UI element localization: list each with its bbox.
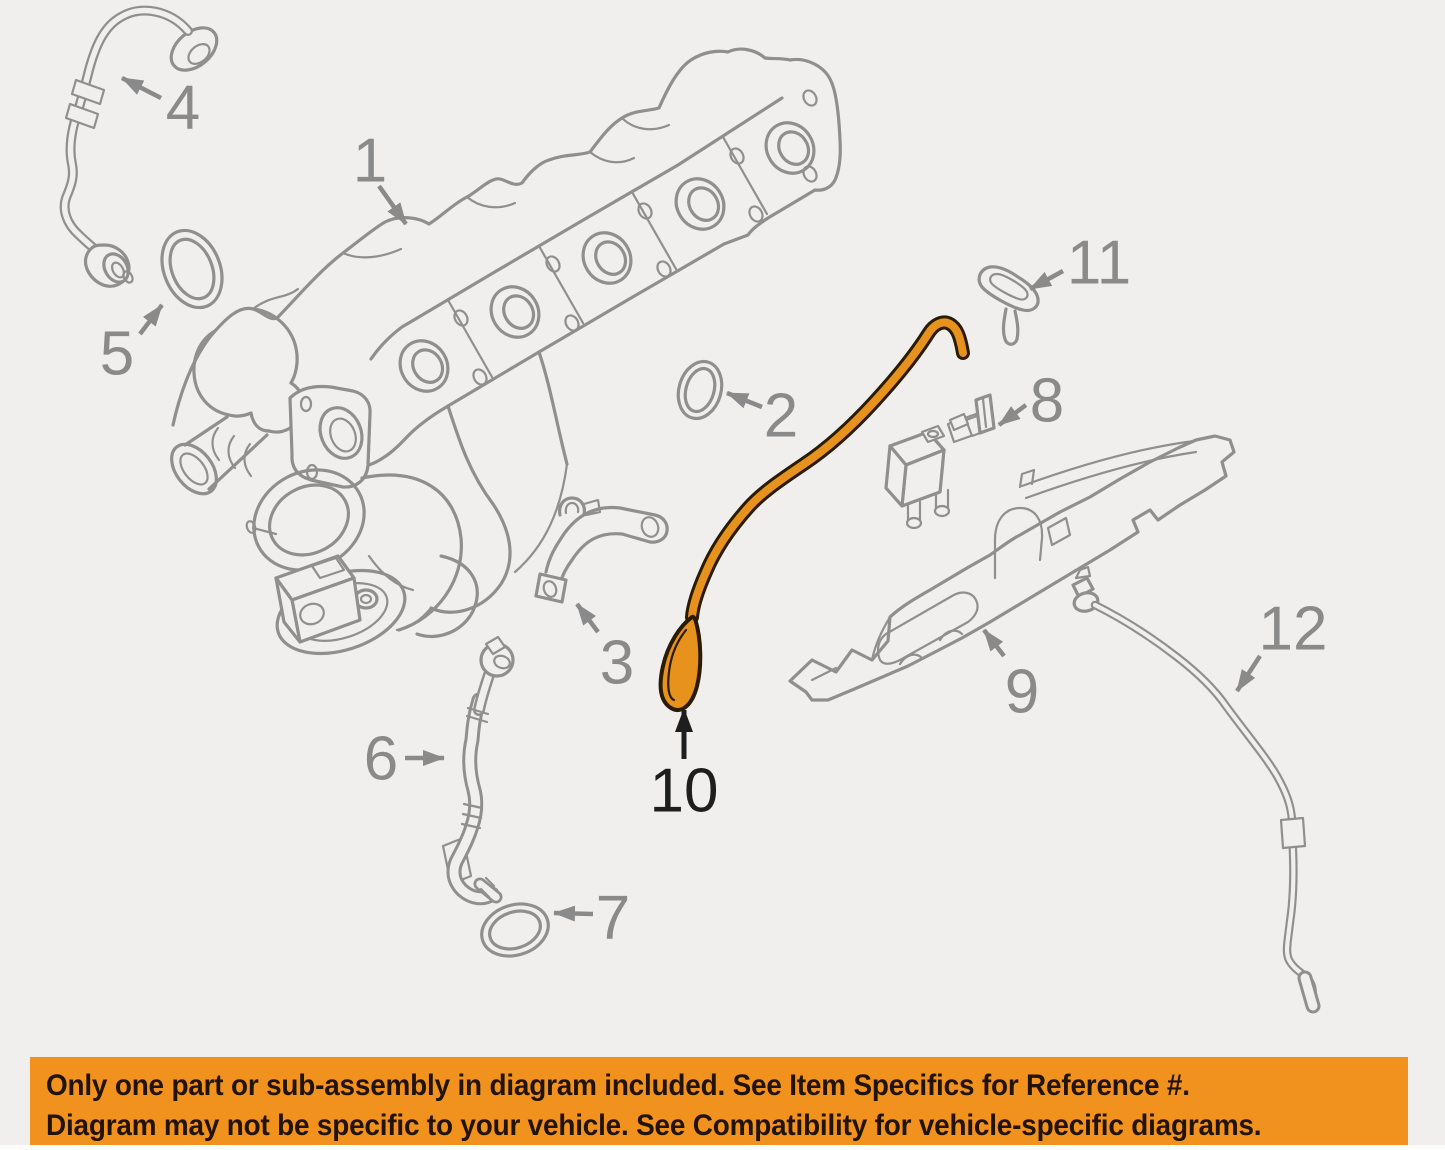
callout-arrow-9: [982, 628, 1006, 658]
solenoid-valve-drawing: [884, 393, 996, 530]
support-bracket-drawing: [534, 496, 669, 604]
callout-label-3: 3: [600, 629, 634, 698]
oil-return-line-drawing: [441, 635, 515, 906]
callout-label-6: 6: [364, 725, 398, 794]
gasket-ring-2: [676, 359, 724, 421]
callout-arrow-3: [575, 602, 600, 634]
bottom-strip: [0, 1145, 1445, 1150]
callout-arrow-11: [1028, 269, 1065, 291]
callout-arrow-7: [553, 905, 594, 922]
callout-label-2: 2: [764, 382, 798, 451]
coolant-housing: [170, 307, 305, 496]
turbo-inlet-flange: [288, 384, 372, 489]
retaining-clip-drawing: [977, 265, 1040, 346]
callout-label-8: 8: [1030, 367, 1064, 436]
flange-bolt-holes: [453, 89, 818, 386]
callout-arrow-12: [1235, 654, 1262, 693]
wastegate-actuator: [274, 554, 362, 644]
callout-arrow-4: [120, 75, 163, 101]
exhaust-ports: [398, 121, 816, 393]
callout-label-10: 10: [650, 757, 719, 826]
callout-arrow-8: [997, 403, 1028, 427]
callout-label-11: 11: [1067, 229, 1131, 298]
callout-label-7: 7: [596, 884, 630, 953]
exhaust-manifold-turbo-drawing: [170, 47, 842, 656]
disclaimer-banner: Only one part or sub-assembly in diagram…: [30, 1057, 1408, 1145]
heat-shield-drawing: [788, 434, 1236, 702]
disclaimer-line-2: Diagram may not be specific to your vehi…: [46, 1109, 1262, 1142]
gasket-ring-7: [480, 902, 550, 958]
callout-label-1: 1: [353, 127, 387, 196]
callout-arrow-1: [377, 184, 408, 226]
oil-feed-line-drawing: [59, 5, 219, 288]
callout-arrow-2: [726, 390, 763, 410]
callout-label-9: 9: [1005, 658, 1039, 727]
callout-label-4: 4: [166, 74, 200, 143]
callout-label-5: 5: [100, 320, 134, 389]
disclaimer-line-1: Only one part or sub-assembly in diagram…: [46, 1069, 1190, 1102]
callout-label-12: 12: [1259, 595, 1328, 664]
vent-line-drawing: [1071, 565, 1321, 1014]
callout-arrow-5: [138, 303, 164, 336]
dipstick-highlighted-drawing: [658, 315, 970, 712]
gasket-ring-5: [160, 228, 224, 310]
